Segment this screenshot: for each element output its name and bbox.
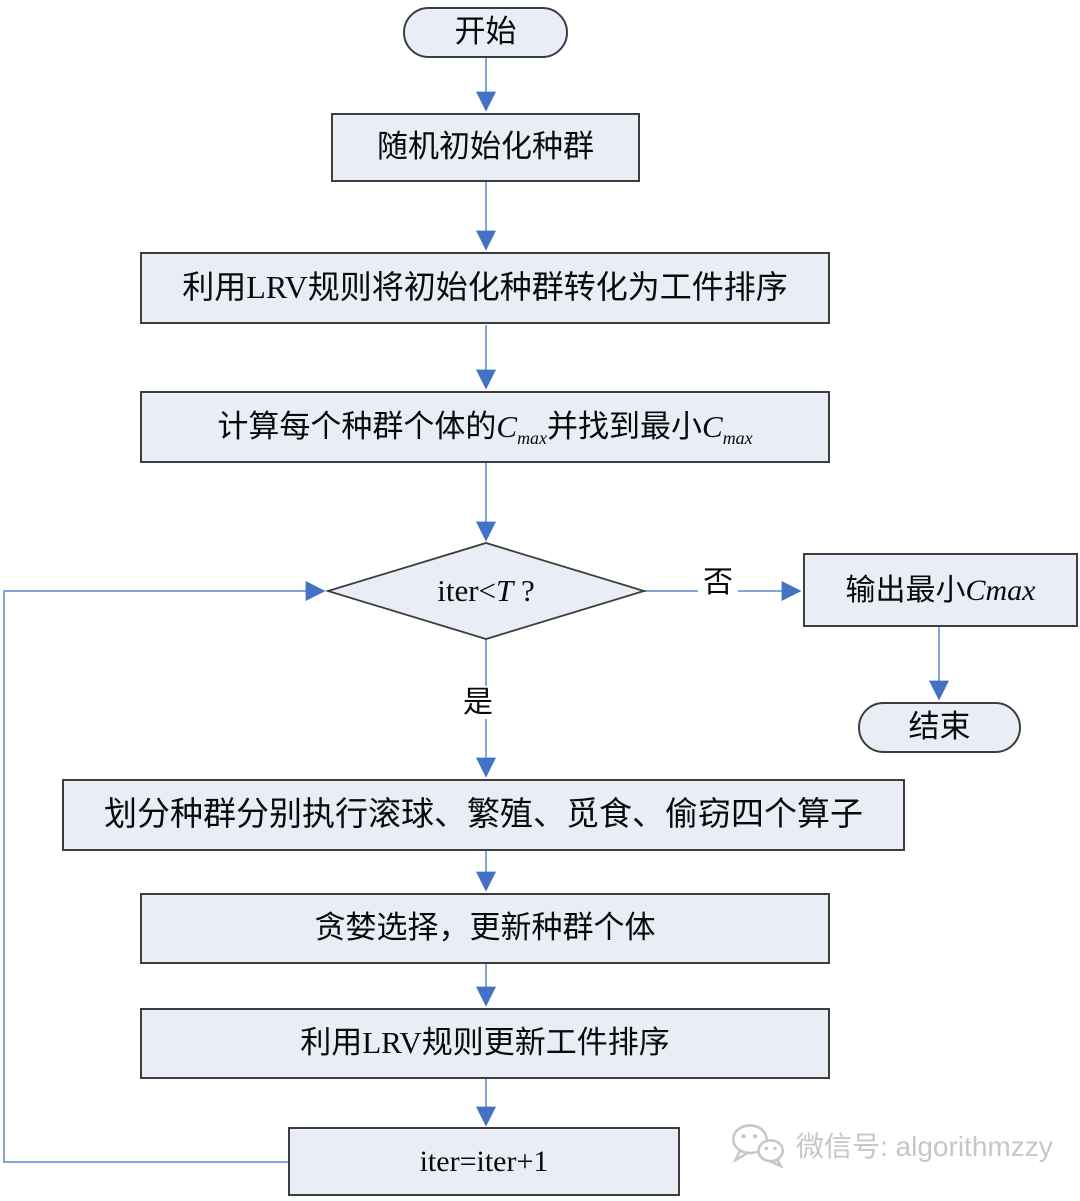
wechat-icon [732,1124,784,1168]
wechat-watermark: 微信号: algorithmzzy [730,1122,1053,1168]
edge-iter-loop-decision [3,581,326,1163]
operators-label: 划分种群分别执行滚球、繁殖、觅食、偷窃四个算子 [104,796,863,833]
init-population-label: 随机初始化种群 [377,129,594,165]
greedy-selection-label: 贪婪选择，更新种群个体 [314,910,656,946]
output-cmax-var: Cmax [965,573,1036,607]
cmax-subscript: max [722,428,753,449]
start-terminal: 开始 [403,7,568,58]
decision-suffix: ? [513,573,535,608]
calc-cmax-box: 计算每个种群个体的Cmax并找到最小Cmax [140,391,830,463]
cmax-symbol: C [702,408,723,444]
lrv-update-label: 利用LRV规则更新工件排序 [300,1025,670,1061]
output-pre-text: 输出最小 [845,573,966,607]
cmax-symbol: C [496,408,518,444]
lrv-convert-box: 利用LRV规则将初始化种群转化为工件排序 [140,252,830,324]
iter-increment-box: iter=iter+1 [288,1127,680,1196]
label-no: 否 [698,566,738,599]
watermark-text: 微信号: algorithmzzy [796,1131,1053,1162]
start-label: 开始 [454,14,517,50]
calc-pre-text: 计算每个种群个体的 [217,408,497,444]
lrv-convert-label: 利用LRV规则将初始化种群转化为工件排序 [182,269,788,306]
decision-var: T [496,573,514,608]
label-yes: 是 [458,686,498,719]
end-terminal: 结束 [858,702,1021,753]
greedy-selection-box: 贪婪选择，更新种群个体 [140,893,830,964]
output-cmax-box: 输出最小Cmax [803,553,1078,627]
output-cmax-label: 输出最小Cmax [846,574,1036,607]
decision-pre-text: iter< [437,573,497,608]
decision-diamond-label: iter<T ? [328,543,644,639]
cmax-subscript: max [517,428,547,449]
decision-diamond-shape [324,542,648,640]
init-population-box: 随机初始化种群 [331,113,640,182]
lrv-update-box: 利用LRV规则更新工件排序 [140,1008,830,1079]
end-label: 结束 [908,709,971,745]
calc-cmax-label: 计算每个种群个体的Cmax并找到最小Cmax [217,408,752,447]
calc-mid-text: 并找到最小 [547,408,702,444]
operators-box: 划分种群分别执行滚球、繁殖、觅食、偷窃四个算子 [62,779,905,851]
iter-increment-label: iter=iter+1 [419,1145,549,1178]
